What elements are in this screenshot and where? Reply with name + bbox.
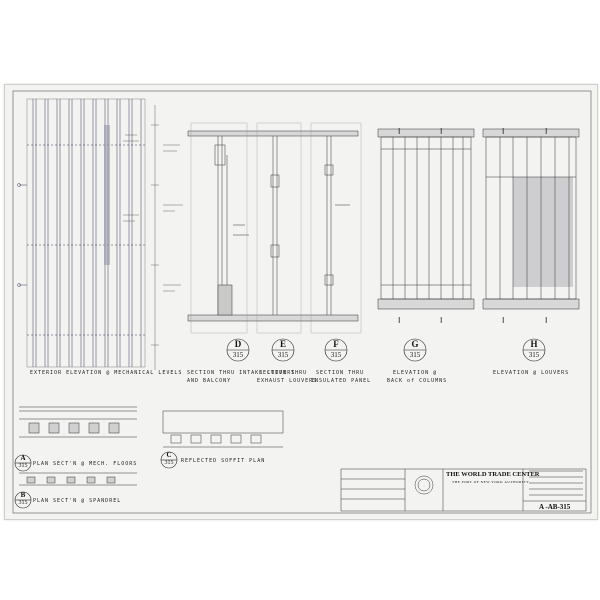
bubble-g-letter: G (411, 339, 419, 349)
caption-plan-a: PLAN SECT'N @ MECH. FLOORS (33, 461, 138, 467)
svg-text:I: I (502, 127, 504, 136)
caption-section-e-1: SECTION THRU (259, 370, 308, 376)
caption-elevation-g-1: ELEVATION @ (393, 370, 438, 376)
blueprint-linework: I I I I I I I I (12, 90, 592, 514)
plan-b-drawing (19, 472, 137, 486)
bubble-a-sheet: 315 (18, 463, 28, 469)
elevation-g-drawing: I I I I (377, 127, 475, 325)
bubble-c-sheet: 315 (164, 460, 174, 466)
bubble-c-letter: C (166, 451, 172, 459)
caption-elevation-g-2: BACK of COLUMNS (387, 378, 448, 384)
bubble-e-letter: E (279, 339, 286, 349)
dimension-strings (123, 105, 183, 370)
sheet-number: A -AB-315 (539, 503, 571, 511)
svg-text:I: I (440, 316, 442, 325)
svg-text:I: I (502, 316, 504, 325)
caption-section-e-2: EXHAUST LOUVERS (257, 378, 318, 384)
caption-section-f-2: INSULATED PANEL (311, 378, 372, 384)
svg-text:I: I (545, 316, 547, 325)
sections-def-drawing (187, 122, 362, 334)
svg-text:I: I (440, 127, 442, 136)
caption-elevation-h: ELEVATION @ LOUVERS (493, 370, 570, 376)
elevation-h-drawing: I I I I (482, 127, 580, 325)
bubble-b-sheet: 315 (18, 500, 28, 506)
exterior-elevation-drawing (17, 98, 146, 368)
svg-text:I: I (398, 316, 400, 325)
plan-a-drawing (19, 406, 137, 438)
project-owner: THE PORT OF NEW YORK AUTHORITY (452, 480, 530, 484)
bubble-d-sheet: 315 (232, 351, 244, 359)
title-block (340, 468, 587, 512)
reflected-soffit-drawing (162, 410, 284, 448)
bubble-h-sheet: 315 (528, 351, 540, 359)
bubble-a-letter: A (20, 454, 26, 462)
drawing-sheet: I I I I I I I I (4, 84, 598, 520)
bubble-e-sheet: 315 (277, 351, 289, 359)
project-title: THE WORLD TRADE CENTER (446, 471, 540, 478)
bubble-f-sheet: 315 (330, 351, 342, 359)
bubble-g-sheet: 315 (409, 351, 421, 359)
caption-section-d-2: AND BALCONY (187, 378, 232, 384)
bubble-b-letter: B (20, 491, 26, 499)
caption-plan-b: PLAN SECT'N @ SPANDREL (33, 498, 122, 504)
svg-text:I: I (398, 127, 400, 136)
svg-text:I: I (545, 127, 547, 136)
bubble-h-letter: H (530, 339, 538, 349)
view-bubbles (14, 338, 546, 509)
caption-reflected-soffit: REFLECTED SOFFIT PLAN (181, 458, 266, 464)
caption-section-f-1: SECTION THRU (316, 370, 365, 376)
caption-section-d-1: SECTION THRU INTAKE LOUVERS (187, 370, 296, 376)
bubble-d-letter: D (234, 339, 242, 349)
bubble-f-letter: F (333, 339, 339, 349)
caption-exterior-elevation: EXTERIOR ELEVATION @ MECHANICAL LEVELS (30, 370, 183, 376)
